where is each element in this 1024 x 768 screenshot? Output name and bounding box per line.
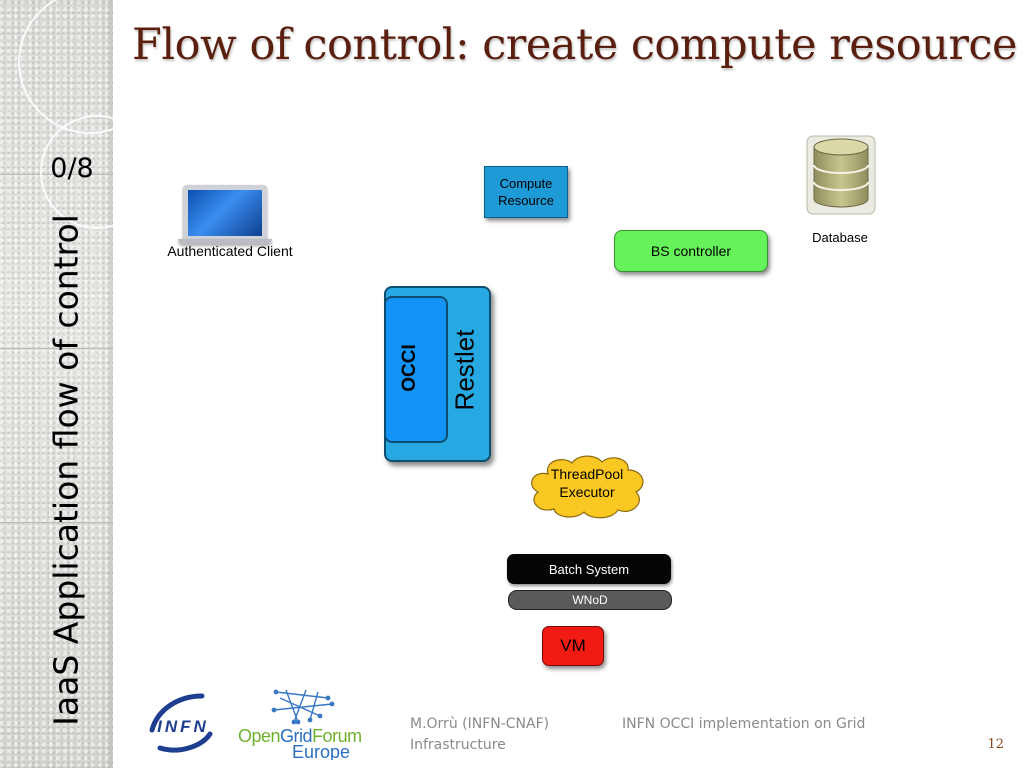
footer-talk-title: INFN OCCI implementation on Grid xyxy=(622,716,866,732)
vm-label: VM xyxy=(560,636,586,655)
compute-resource-line1: Compute xyxy=(499,176,553,191)
batch-system-label: Batch System xyxy=(548,561,630,577)
ogf-forum-text: Forum xyxy=(312,726,362,746)
sidebar-panel xyxy=(0,0,162,768)
sidebar-divider xyxy=(0,522,113,523)
vm-box: VM xyxy=(542,626,604,666)
bs-controller-label: BS controller xyxy=(650,243,732,259)
sidebar-divider xyxy=(0,348,113,349)
occi-label: OCCI xyxy=(399,344,420,392)
section-title: IaaS Application flow of control xyxy=(46,214,86,726)
wnod-box: WNoD xyxy=(508,590,672,610)
ogf-logo: OpenGridForum Europe xyxy=(238,689,362,760)
footer-talk-title-cont: Infrastructure xyxy=(410,737,506,753)
page-number: 12 xyxy=(987,737,1004,752)
compute-resource-box: Compute Resource xyxy=(484,166,568,218)
batch-system-box: Batch System xyxy=(507,554,671,584)
database-label: Database xyxy=(812,230,868,245)
page-title: Flow of control: create compute resource xyxy=(132,20,1017,70)
threadpool-label: ThreadPool Executor xyxy=(526,465,648,501)
svg-text:OpenGridForum: OpenGridForum xyxy=(238,726,362,746)
ogf-europe-text: Europe xyxy=(292,742,350,760)
infn-logo-text: INFN xyxy=(157,717,209,736)
database-icon xyxy=(806,135,876,215)
wnod-label: WNoD xyxy=(572,593,608,607)
ogf-open-text: Open xyxy=(238,726,280,746)
threadpool-line2: Executor xyxy=(559,484,615,500)
footer-author: M.Orrù (INFN-CNAF) xyxy=(410,716,550,732)
restlet-label: Restlet xyxy=(449,329,480,411)
infn-logo: INFN xyxy=(149,693,213,753)
threadpool-cloud-shape xyxy=(531,455,644,519)
ogf-grid-text: Grid xyxy=(280,726,312,746)
slide-counter: 0/8 xyxy=(50,153,94,184)
occi-box xyxy=(384,296,448,443)
threadpool-line1: ThreadPool xyxy=(550,466,624,482)
decorative-arc xyxy=(40,115,154,229)
bs-controller-box: BS controller xyxy=(614,230,768,272)
client-label: Authenticated Client xyxy=(167,243,293,259)
compute-resource-line2: Resource xyxy=(498,193,554,208)
